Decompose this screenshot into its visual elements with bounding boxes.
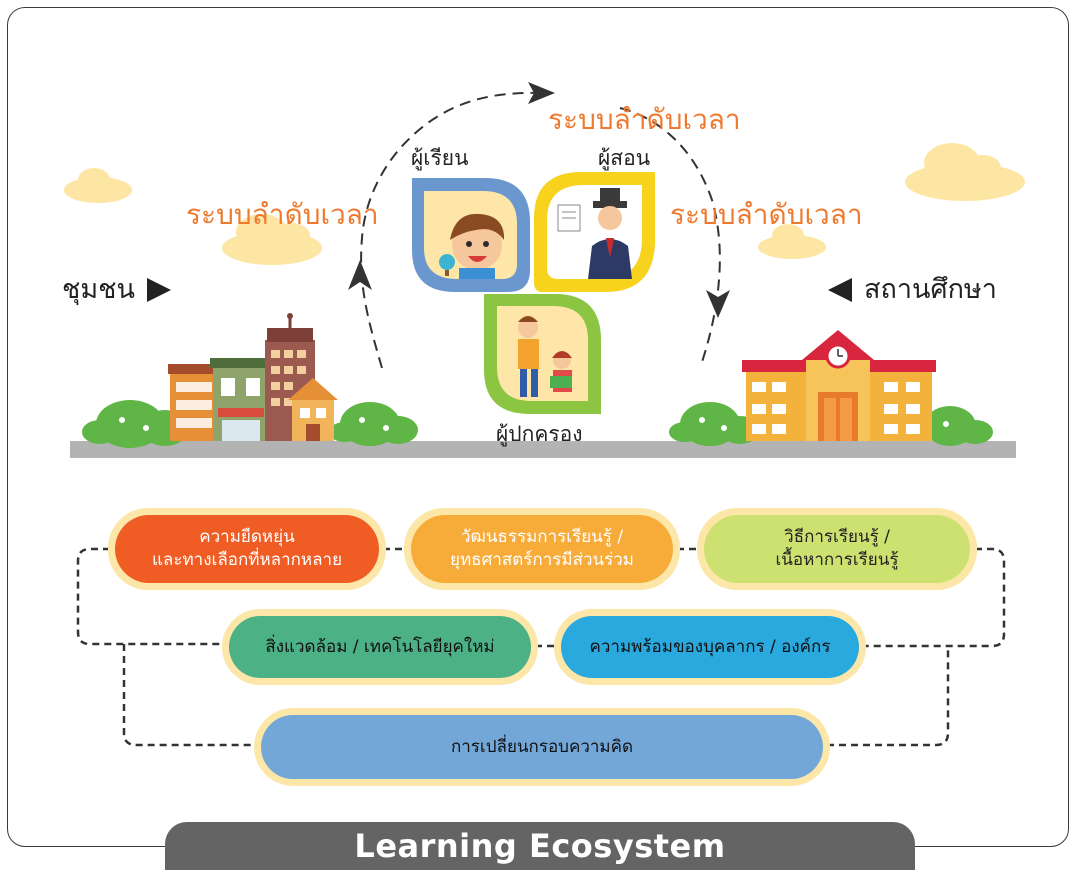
school-building-icon	[742, 330, 936, 441]
ground-strip	[70, 441, 1016, 458]
factor-pill-environment: สิ่งแวดล้อม / เทคโนโลยียุคใหม่	[222, 609, 538, 685]
cloud-icon	[222, 214, 322, 265]
factor-pill-readiness-body: ความพร้อมของบุคลากร / องค์กร	[561, 616, 859, 678]
arrow-head-icon	[528, 82, 555, 104]
cycle-label-right: ระบบลำดับเวลา	[670, 198, 863, 231]
factor-pill-mindset: การเปลี่ยนกรอบความคิด	[254, 708, 830, 786]
town-buildings-icon	[168, 313, 338, 441]
factor-pill-learning-methods: วิธีการเรียนรู้ / เนื้อหาการเรียนรู้	[697, 508, 977, 590]
factor-pill-learning-methods-body: วิธีการเรียนรู้ / เนื้อหาการเรียนรู้	[704, 515, 970, 583]
arrow-head-icon	[348, 260, 372, 290]
cycle-label-left: ระบบลำดับเวลา	[186, 198, 379, 231]
teacher-illustration-icon	[557, 188, 632, 279]
arrow-left-icon	[828, 277, 852, 302]
learner-illustration-icon	[439, 213, 505, 279]
arrow-right-icon	[146, 277, 171, 302]
factor-learning-methods-line-2: เนื้อหาการเรียนรู้	[775, 550, 899, 570]
arrow-head-icon	[706, 290, 730, 318]
role-learner-label: ผู้เรียน	[411, 146, 469, 170]
factor-pill-environment-body: สิ่งแวดล้อม / เทคโนโลยียุคใหม่	[229, 616, 531, 678]
factor-pill-flexibility-body: ความยืดหยุ่น และทางเลือกที่หลากหลาย	[115, 515, 379, 583]
cloud-icon	[905, 143, 1025, 201]
factor-learning-culture-line-2: ยุทธศาสตร์การมีส่วนร่วม	[449, 550, 635, 570]
bush-icon	[924, 406, 993, 446]
role-parent-label: ผู้ปกครอง	[496, 422, 583, 446]
cloud-icon	[758, 224, 826, 259]
factor-mindset-line-1: การเปลี่ยนกรอบความคิด	[450, 736, 634, 757]
factor-learning-methods-line-1: วิธีการเรียนรู้ /	[784, 527, 890, 548]
factor-pill-learning-culture-body: วัฒนธรรมการเรียนรู้ / ยุทธศาสตร์การมีส่ว…	[411, 515, 673, 583]
factor-environment-line-1: สิ่งแวดล้อม / เทคโนโลยียุคใหม่	[265, 636, 495, 657]
factor-pill-readiness: ความพร้อมของบุคลากร / องค์กร	[554, 609, 866, 685]
school-text: สถานศึกษา	[864, 274, 997, 305]
factor-flexibility-line-2: และทางเลือกที่หลากหลาย	[151, 550, 343, 570]
factor-pill-mindset-body: การเปลี่ยนกรอบความคิด	[261, 715, 823, 779]
community-label: ชุมชน	[62, 276, 171, 303]
factor-readiness-line-1: ความพร้อมของบุคลากร / องค์กร	[589, 636, 831, 657]
cycle-arrows	[360, 91, 721, 369]
factor-pill-learning-culture: วัฒนธรรมการเรียนรู้ / ยุทธศาสตร์การมีส่ว…	[404, 508, 680, 590]
bush-icon	[329, 402, 418, 446]
factor-flexibility-line-1: ความยืดหยุ่น	[199, 527, 295, 548]
cycle-label-top: ระบบลำดับเวลา	[548, 103, 741, 136]
cloud-icon	[64, 168, 132, 203]
factor-learning-culture-line-1: วัฒนธรรมการเรียนรู้ /	[460, 527, 624, 548]
footer-title-banner: Learning Ecosystem	[165, 822, 915, 870]
factor-connectors	[76, 547, 1006, 747]
parent-frame	[484, 294, 601, 414]
footer-title: Learning Ecosystem	[354, 827, 726, 865]
community-text: ชุมชน	[62, 274, 135, 305]
parent-illustration-icon	[518, 316, 572, 397]
factor-pill-flexibility: ความยืดหยุ่น และทางเลือกที่หลากหลาย	[108, 508, 386, 590]
role-teacher-label: ผู้สอน	[598, 146, 651, 170]
school-label: สถานศึกษา	[828, 276, 997, 303]
